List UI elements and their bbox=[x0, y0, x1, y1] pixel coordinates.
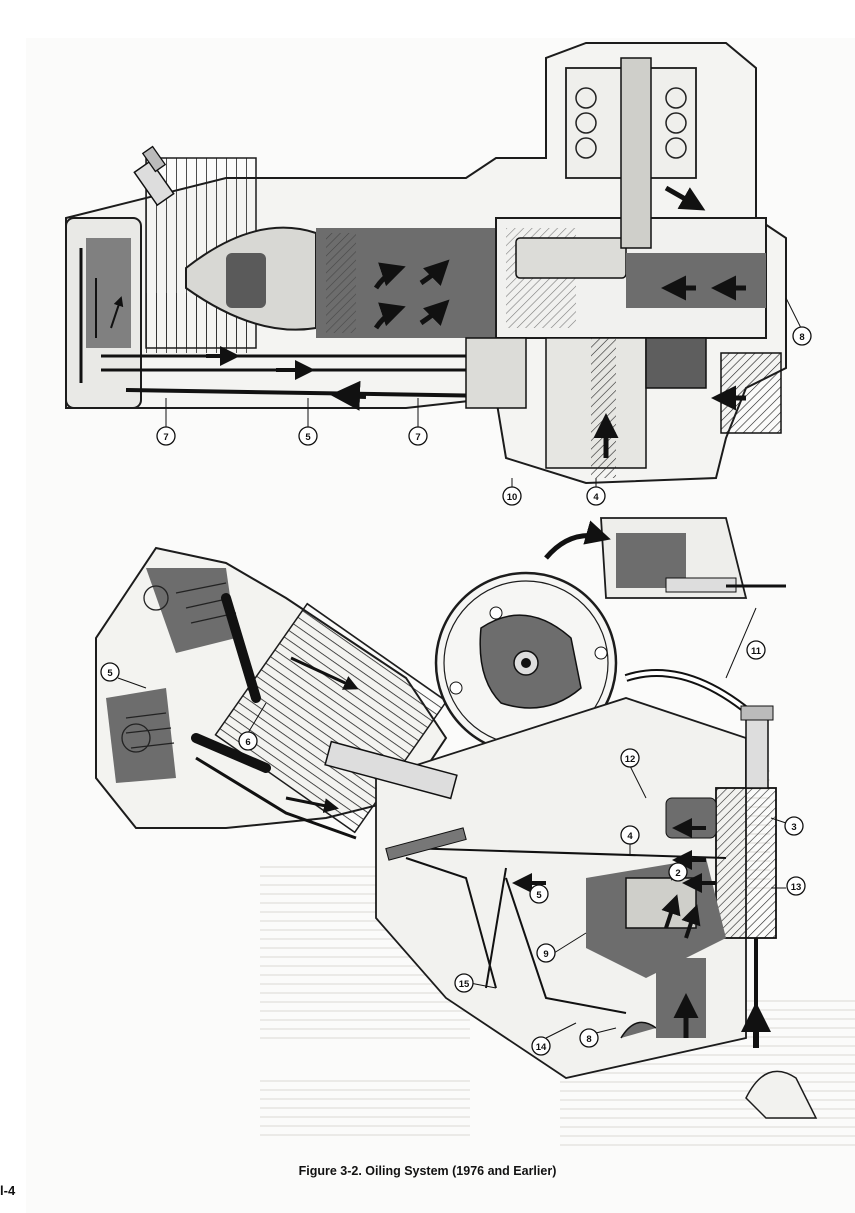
svg-text:12: 12 bbox=[625, 754, 636, 765]
callouts-lower: 5 6 11 12 3 4 5 2 13 9 15 14 8 bbox=[100, 607, 806, 1056]
show-through-text-bottom bbox=[260, 1080, 470, 1142]
valve-intake bbox=[221, 593, 261, 703]
rocker-oil bbox=[86, 238, 131, 348]
svg-text:5: 5 bbox=[305, 432, 311, 443]
svg-text:14: 14 bbox=[536, 1042, 547, 1053]
svg-text:5: 5 bbox=[536, 890, 542, 901]
callout-5-lower: 5 bbox=[529, 878, 549, 904]
tappet-block bbox=[465, 337, 527, 409]
svg-text:10: 10 bbox=[507, 492, 518, 503]
svg-text:4: 4 bbox=[627, 831, 633, 842]
callout-9: 9 bbox=[536, 932, 587, 963]
oiling-system-diagram: 7 5 7 10 4 8 bbox=[65, 42, 818, 1119]
page-number: l-4 bbox=[0, 1183, 16, 1198]
spark-plug bbox=[133, 145, 175, 207]
callout-7-left: 7 bbox=[156, 398, 176, 446]
callout-8-lower: 8 bbox=[579, 1027, 617, 1048]
svg-text:5: 5 bbox=[107, 668, 113, 679]
svg-text:11: 11 bbox=[751, 646, 762, 657]
svg-text:15: 15 bbox=[459, 979, 470, 990]
oil-pump bbox=[645, 337, 707, 389]
svg-text:4: 4 bbox=[593, 492, 599, 503]
head-oil-line bbox=[195, 756, 357, 840]
callout-12: 12 bbox=[620, 748, 647, 799]
page-top-margin bbox=[0, 0, 855, 38]
valve-exhaust bbox=[191, 733, 271, 773]
callout-13: 13 bbox=[771, 876, 806, 896]
crankshaft bbox=[515, 237, 627, 279]
svg-text:8: 8 bbox=[586, 1034, 591, 1045]
oil-feed-lines bbox=[405, 847, 727, 1014]
callout-7-right: 7 bbox=[408, 398, 428, 446]
svg-text:8: 8 bbox=[799, 332, 804, 343]
svg-text:7: 7 bbox=[415, 432, 420, 443]
callout-10: 10 bbox=[502, 478, 522, 506]
callout-5-head: 5 bbox=[100, 662, 147, 689]
callout-3: 3 bbox=[770, 816, 804, 836]
page-left-margin bbox=[0, 0, 26, 1213]
svg-text:2: 2 bbox=[675, 868, 680, 879]
callouts-top: 7 5 7 10 4 8 bbox=[156, 297, 812, 506]
svg-text:7: 7 bbox=[163, 432, 168, 443]
callout-5-top: 5 bbox=[298, 398, 318, 446]
lower-engine-section: 5 6 11 12 3 4 5 2 13 9 15 14 8 bbox=[95, 517, 818, 1119]
svg-text:13: 13 bbox=[791, 882, 802, 893]
callout-14: 14 bbox=[531, 1022, 577, 1056]
oil-pump-body bbox=[715, 787, 777, 939]
callout-8-top: 8 bbox=[785, 297, 812, 346]
callout-2: 2 bbox=[668, 862, 688, 882]
svg-text:9: 9 bbox=[543, 949, 548, 960]
figure-caption: Figure 3-2. Oiling System (1976 and Earl… bbox=[298, 1164, 557, 1178]
oil-feed-line bbox=[125, 388, 497, 398]
callout-15: 15 bbox=[454, 973, 497, 993]
callout-4-lower: 4 bbox=[620, 825, 640, 856]
top-engine-section: 7 5 7 10 4 8 bbox=[65, 42, 812, 506]
callout-4-top: 4 bbox=[586, 478, 606, 506]
callout-6: 6 bbox=[238, 702, 267, 751]
callout-11: 11 bbox=[725, 607, 766, 679]
svg-text:3: 3 bbox=[791, 822, 796, 833]
svg-text:6: 6 bbox=[245, 737, 250, 748]
